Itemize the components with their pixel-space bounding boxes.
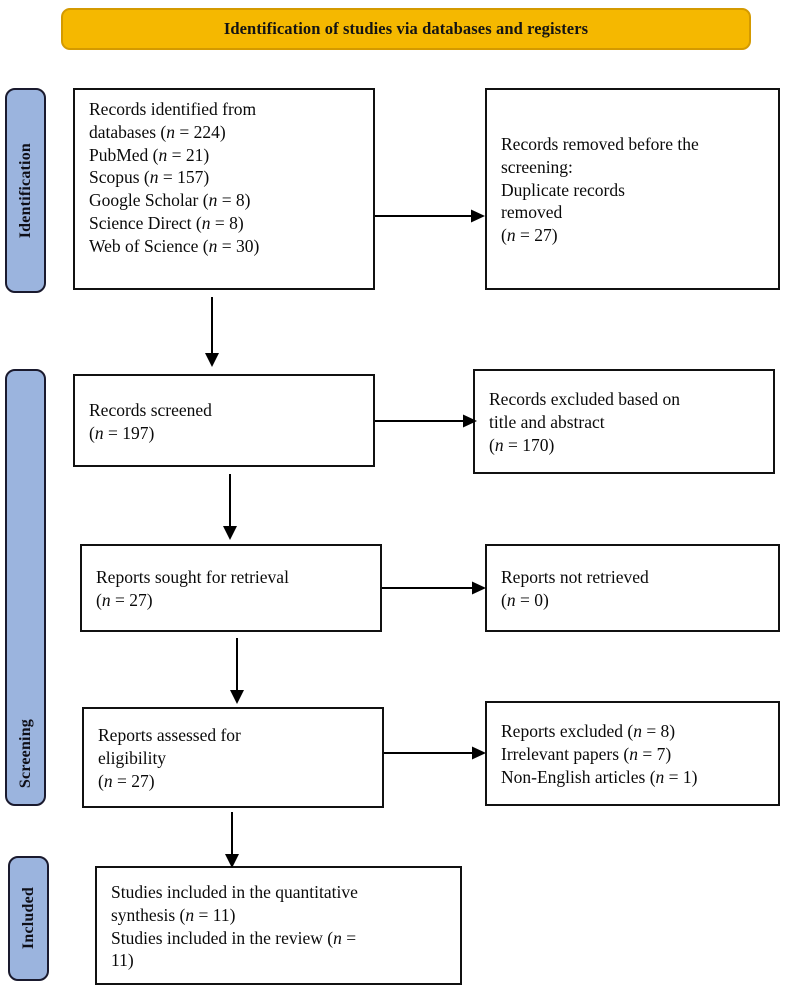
stage-bar-included: Included xyxy=(8,856,49,981)
diagram-header-banner: Identification of studies via databases … xyxy=(61,8,751,50)
box-reports-not-retrieved: Reports not retrieved(n = 0) xyxy=(485,544,780,632)
arrow-screened-to-excluded-icon xyxy=(375,413,479,429)
stage-label-identification: Identification xyxy=(16,142,34,239)
stage-bar-screening: Screening xyxy=(5,369,46,806)
box-records-screened-text: Records screened(n = 197) xyxy=(89,399,212,443)
box-records-screened: Records screened(n = 197) xyxy=(73,374,375,467)
box-reports-sought-for-retrieval: Reports sought for retrieval(n = 27) xyxy=(80,544,382,632)
arrow-assessed-to-included-icon xyxy=(224,812,240,870)
box-reports-not-retrieved-text: Reports not retrieved(n = 0) xyxy=(501,567,649,610)
arrow-assessed-to-excluded-icon xyxy=(384,745,488,761)
stage-bar-identification: Identification xyxy=(5,88,46,293)
box-reports-sought-text: Reports sought for retrieval(n = 27) xyxy=(96,567,289,610)
arrow-sought-to-not-retrieved-icon xyxy=(382,580,488,596)
arrow-identified-to-removed-icon xyxy=(375,208,487,224)
box-reports-excluded: Reports excluded (n = 8)Irrelevant paper… xyxy=(485,701,780,806)
box-reports-excluded-text: Reports excluded (n = 8)Irrelevant paper… xyxy=(501,721,698,787)
diagram-title: Identification of studies via databases … xyxy=(223,19,589,38)
stage-label-included: Included xyxy=(19,887,37,950)
arrow-sought-to-assessed-icon xyxy=(229,638,245,706)
arrow-screened-to-sought-icon xyxy=(222,474,238,542)
stage-label-screening: Screening xyxy=(16,718,34,788)
arrow-identified-to-screened-icon xyxy=(204,297,220,369)
